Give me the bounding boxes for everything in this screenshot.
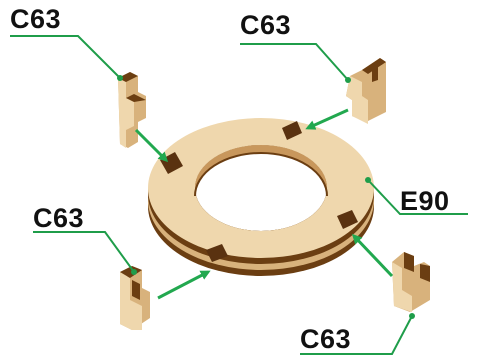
leader-dot-bottom-right (409, 313, 415, 319)
arrow-top-right (305, 108, 349, 130)
arrow-bottom-left (157, 270, 211, 300)
part-label-c63-top-right: C63 (240, 10, 292, 40)
leader-e90 (367, 179, 468, 215)
clip-part-top-left (118, 72, 146, 148)
leader-dot-top-right (345, 77, 351, 83)
clip-part-top-right (346, 58, 386, 124)
ring-part-e90 (148, 118, 374, 276)
leader-dot-e90 (365, 177, 371, 183)
assembly-arrows (134, 108, 394, 300)
leader-top-right (240, 43, 349, 81)
leader-dot-top-left (117, 75, 123, 81)
leader-bottom-left (33, 231, 135, 273)
part-label-e90: E90 (400, 186, 450, 216)
arrow-top-left (134, 128, 169, 163)
clip-part-bottom-right (392, 252, 430, 312)
part-label-c63-bottom-left: C63 (33, 203, 85, 233)
leader-lines (10, 35, 468, 355)
clip-part-bottom-left (120, 266, 150, 330)
part-label-c63-top-left: C63 (10, 4, 62, 34)
part-label-c63-bottom-right: C63 (300, 324, 352, 354)
leader-bottom-right (300, 315, 413, 355)
slot-bottom (206, 244, 228, 262)
slot-top (282, 121, 302, 140)
leader-dots (117, 75, 415, 319)
slot-right (337, 210, 358, 229)
leader-dot-bottom-left (131, 269, 137, 275)
arrow-bottom-right (351, 233, 394, 278)
leader-top-left (10, 35, 121, 79)
